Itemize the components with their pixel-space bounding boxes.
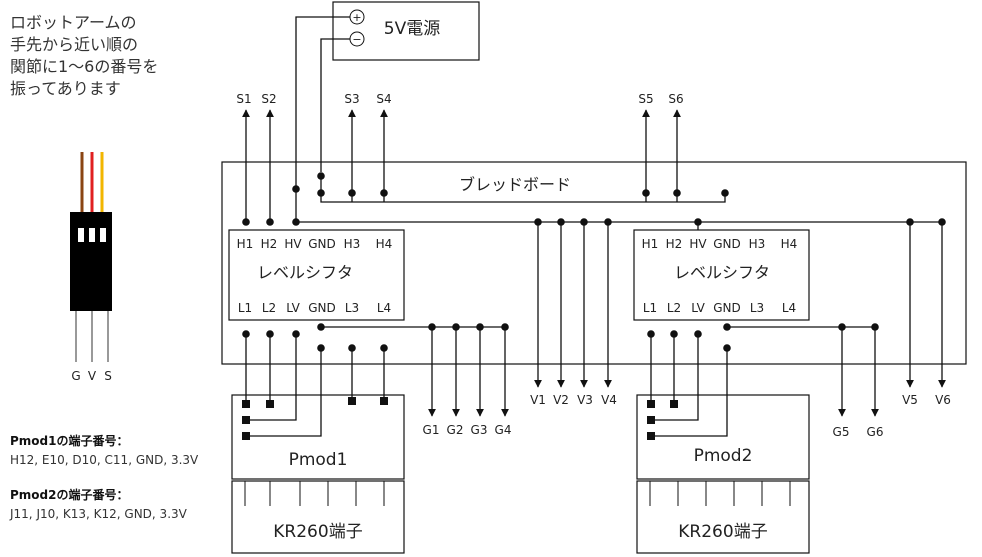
pin-l4: L4 (377, 301, 391, 315)
minus-symbol: − (352, 33, 361, 46)
note-line: ロボットアームの (10, 13, 137, 32)
label-g1: G1 (423, 423, 440, 437)
pin-l4: L4 (782, 301, 796, 315)
pin-l3: L3 (750, 301, 764, 315)
pin-lv: LV (286, 301, 300, 315)
pmod2-pin-heading: Pmod2の端子番号： (10, 488, 129, 502)
label-v1: V1 (530, 393, 546, 407)
pin-h4: H4 (781, 237, 798, 251)
wire-gnd-pmod1 (246, 348, 322, 437)
shifter-title: レベルシフタ (257, 263, 353, 282)
pmod1-pin-list: H12, E10, D10, C11, GND, 3.3V (10, 453, 199, 467)
level-shifter-1: レベルシフタ H1 H2 HV GND H3 H4 L1 L2 LV GND L… (228, 229, 405, 321)
pin-gnd: GND (308, 301, 336, 315)
pmod-pins (242, 397, 678, 440)
pmod1-pin-heading: Pmod1の端子番号： (10, 434, 129, 448)
label-g4: G4 (495, 423, 512, 437)
label-s3: S3 (344, 92, 359, 106)
annotation-note: ロボットアームの 手先から近い順の 関節に1〜6の番号を 振ってあります (10, 12, 158, 100)
label-g6: G6 (867, 425, 884, 439)
pin-h3: H3 (344, 237, 361, 251)
pmod2-board: Pmod2 KR260端子 (636, 394, 810, 554)
pin-gnd: GND (713, 301, 741, 315)
note-line: 関節に1〜6の番号を (10, 57, 159, 76)
wire-lv-pmod1 (246, 334, 297, 421)
label-g2: G2 (447, 423, 464, 437)
level-shifter-2: レベルシフタ H1 H2 HV GND H3 H4 L1 L2 LV GND L… (633, 229, 810, 321)
pin-label-v: V (88, 369, 97, 383)
label-v2: V2 (553, 393, 569, 407)
power-supply: + − 5V電源 (332, 1, 480, 61)
label-s4: S4 (376, 92, 391, 106)
pin-h1: H1 (237, 237, 254, 251)
kr260-terminal-1 (231, 480, 405, 554)
pin-gnd: GND (713, 237, 741, 251)
pin-label-g: G (71, 369, 80, 383)
pin-label-s: S (104, 369, 112, 383)
wires (242, 16, 946, 437)
junctions (242, 172, 946, 352)
pin-l1: L1 (238, 301, 252, 315)
pin-l2: L2 (262, 301, 276, 315)
pmod2-pin-info: Pmod2の端子番号： J11, J10, K13, K12, GND, 3.3… (10, 486, 187, 524)
pmod2-label: Pmod2 (694, 446, 753, 466)
label-v4: V4 (601, 393, 617, 407)
wire-lv-pmod2 (651, 334, 699, 421)
wire-power-minus (320, 38, 350, 172)
pin-h4: H4 (376, 237, 393, 251)
note-line: 手先から近い順の (10, 35, 139, 54)
wire-gnd-pmod2 (651, 348, 728, 437)
label-s6: S6 (668, 92, 683, 106)
breadboard-label: ブレッドボード (459, 175, 571, 194)
pin-hv: HV (284, 237, 302, 251)
pin-h3: H3 (749, 237, 766, 251)
label-s5: S5 (638, 92, 653, 106)
label-v3: V3 (577, 393, 593, 407)
power-label: 5V電源 (384, 19, 440, 39)
label-g3: G3 (471, 423, 488, 437)
kr260-terminal-2 (636, 480, 810, 554)
pmod1-pin-info: Pmod1の端子番号： H12, E10, D10, C11, GND, 3.3… (10, 432, 198, 470)
label-g5: G5 (833, 425, 850, 439)
pin-h2: H2 (261, 237, 278, 251)
label-v5: V5 (902, 393, 918, 407)
plus-symbol: + (352, 11, 361, 24)
pin-l2: L2 (667, 301, 681, 315)
pin-h2: H2 (666, 237, 683, 251)
signal-labels: S1 S2 S3 S4 S5 S6 V1 V2 V3 V4 V5 V6 G1 G… (236, 92, 951, 439)
pmod1-board: Pmod1 KR260端子 (231, 394, 405, 554)
pin-l3: L3 (345, 301, 359, 315)
pin-h1: H1 (642, 237, 659, 251)
wire-power-plus (295, 16, 350, 189)
servo-connector: G V S (70, 152, 112, 383)
note-line: 振ってあります (10, 79, 121, 98)
pin-l1: L1 (643, 301, 657, 315)
pin-gnd: GND (308, 237, 336, 251)
connector-housing-bottom (70, 248, 112, 311)
pin-lv: LV (691, 301, 705, 315)
pmod1-label: Pmod1 (289, 450, 348, 470)
label-s1: S1 (236, 92, 251, 106)
label-v6: V6 (935, 393, 951, 407)
pin-hv: HV (689, 237, 707, 251)
pmod2-pin-list: J11, J10, K13, K12, GND, 3.3V (10, 507, 187, 521)
kr260-label-2: KR260端子 (678, 522, 767, 542)
shifter-title: レベルシフタ (674, 263, 770, 282)
label-s2: S2 (261, 92, 276, 106)
wire-gnd-rail-top (320, 176, 726, 203)
kr260-label-1: KR260端子 (273, 522, 362, 542)
